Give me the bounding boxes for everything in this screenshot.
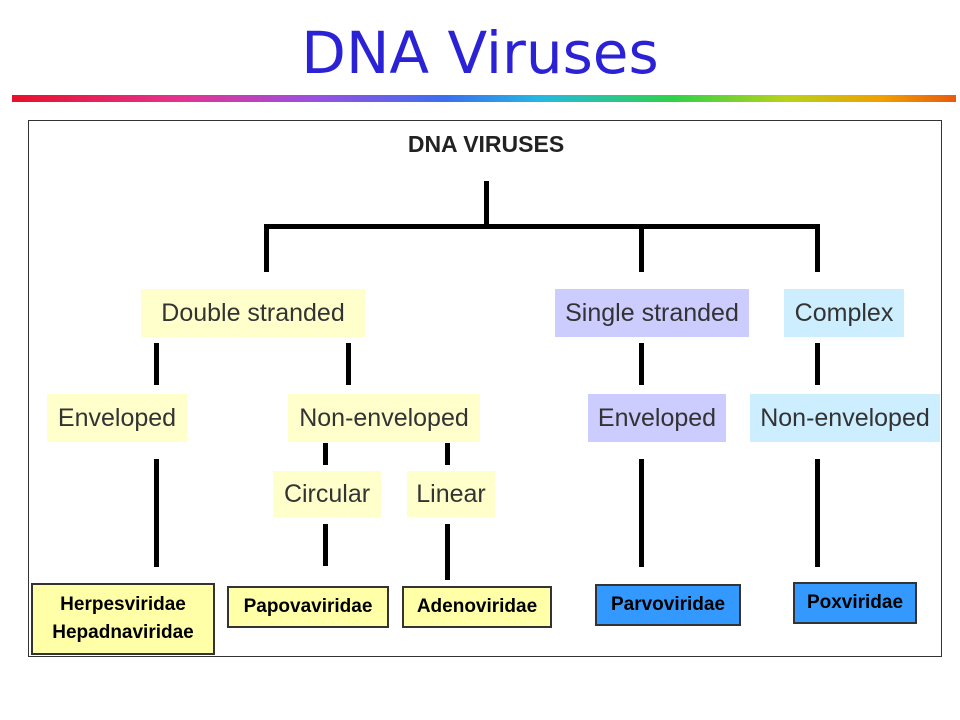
node-linear: Linear (407, 471, 495, 517)
connector-herpes (154, 459, 159, 567)
connector-circular (323, 443, 328, 465)
connector-adeno (445, 524, 450, 580)
connector-cx-nonenveloped (815, 343, 820, 385)
node-cx-non-enveloped: Non-enveloped (750, 394, 940, 442)
node-ss-enveloped: Enveloped (588, 394, 726, 442)
node-circular: Circular (273, 471, 381, 517)
connector-parvo (639, 459, 644, 567)
connector-ds-enveloped (154, 343, 159, 385)
connector-root-down (484, 181, 489, 226)
rainbow-divider (12, 95, 956, 102)
node-ds-non-enveloped: Non-enveloped (288, 394, 480, 442)
connector-papova (323, 524, 328, 566)
node-ds-enveloped: Enveloped (47, 394, 187, 442)
family-herpes-hepadna: Herpesviridae Hepadnaviridae (31, 583, 215, 655)
family-parvoviridae: Parvoviridae (595, 584, 741, 626)
dna-virus-classification-tree: DNA VIRUSES Double stranded Single stran… (28, 120, 942, 657)
family-herpesviridae: Herpesviridae (60, 594, 186, 615)
connector-linear (445, 443, 450, 465)
connector-to-complex (815, 224, 820, 272)
connector-pox (815, 459, 820, 567)
slide-title: DNA Viruses (301, 19, 659, 87)
family-papovaviridae: Papovaviridae (227, 586, 389, 628)
family-hepadnaviridae: Hepadnaviridae (52, 622, 194, 643)
node-single-stranded: Single stranded (555, 289, 749, 337)
node-complex: Complex (784, 289, 904, 337)
diagram-root-label: DNA VIRUSES (407, 131, 565, 157)
connector-to-double (264, 224, 269, 272)
connector-to-single (639, 224, 644, 272)
family-adenoviridae: Adenoviridae (402, 586, 552, 628)
connector-ss-enveloped (639, 343, 644, 385)
family-poxviridae: Poxviridae (793, 582, 917, 624)
connector-top-bar (264, 224, 820, 229)
node-double-stranded: Double stranded (141, 289, 365, 337)
connector-ds-nonenveloped (346, 343, 351, 385)
